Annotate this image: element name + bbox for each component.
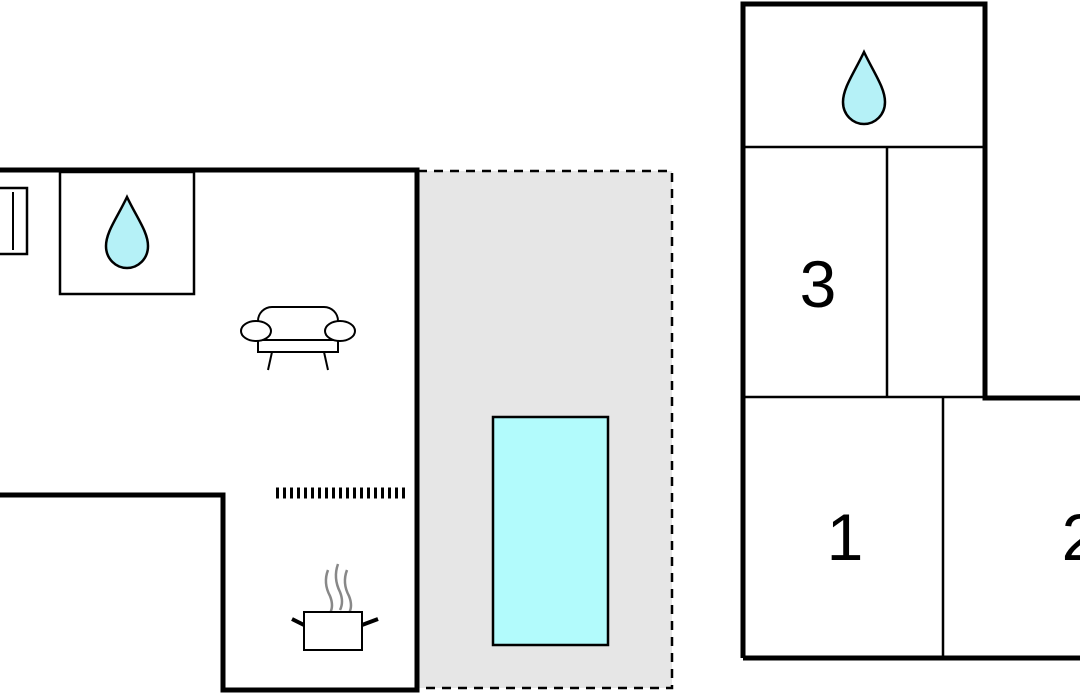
water-drop-icon bbox=[104, 194, 150, 270]
room-label-1: 1 bbox=[827, 500, 864, 574]
room-label-3: 3 bbox=[800, 247, 837, 321]
right-building-walls bbox=[740, 1, 1080, 661]
left-building-walls bbox=[0, 167, 420, 693]
radiator-icon bbox=[0, 186, 29, 256]
cooking-pot-icon bbox=[291, 563, 379, 651]
room-label-2: 2 bbox=[1062, 500, 1080, 574]
water-drop-icon bbox=[841, 49, 887, 126]
bathroom-room bbox=[58, 170, 196, 296]
sofa-icon bbox=[240, 306, 356, 371]
pool-icon bbox=[491, 415, 610, 647]
